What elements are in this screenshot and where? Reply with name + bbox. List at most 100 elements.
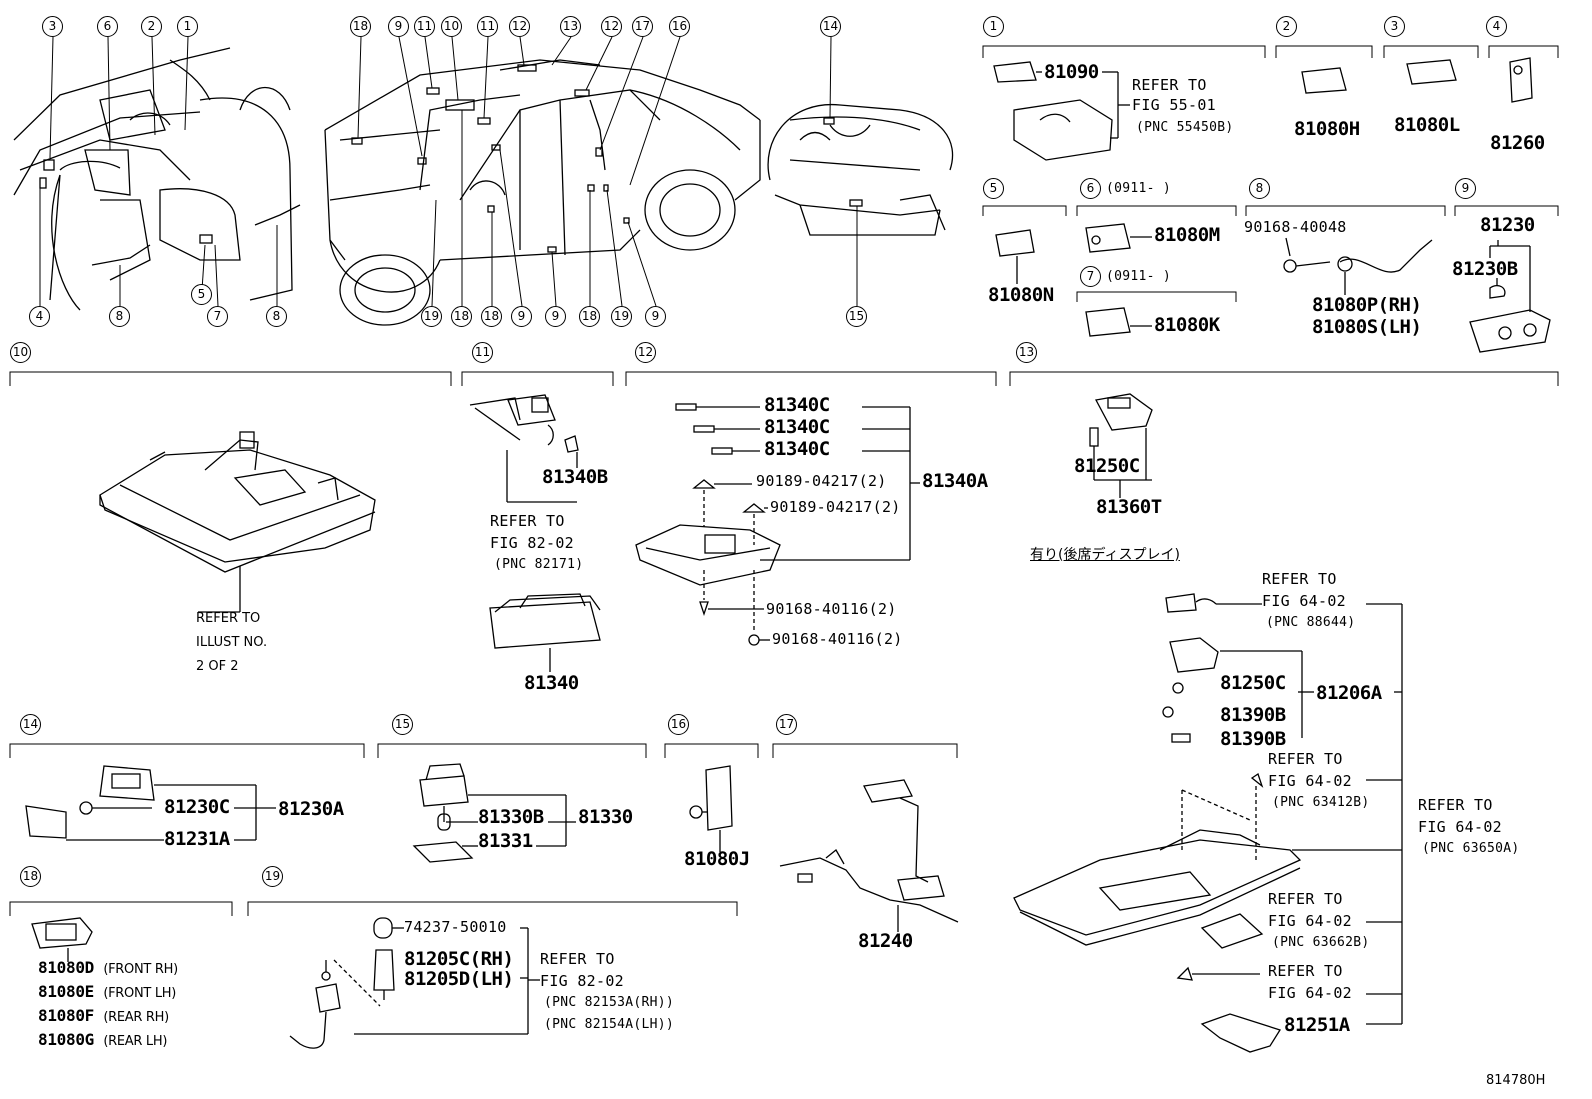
s11-fig-ref[interactable]: FIG 82-02: [490, 534, 574, 552]
s19-art: [289, 917, 540, 1049]
part-81080G[interactable]: 81080G (REAR LH): [38, 1032, 168, 1049]
part-81331[interactable]: 81331: [478, 830, 533, 852]
s15-art: [412, 763, 576, 863]
part-81330[interactable]: 81330: [578, 806, 633, 828]
s13b-fig-a[interactable]: FIG 64-02: [1262, 592, 1346, 610]
s6-art: [1085, 223, 1152, 253]
callout-6: 6: [97, 16, 118, 37]
part-81080J[interactable]: 81080J: [684, 848, 750, 870]
part-81080S-LH[interactable]: 81080S(LH): [1312, 316, 1422, 338]
callout-11: 11: [414, 16, 435, 37]
part-81340[interactable]: 81340: [524, 672, 579, 694]
part-81250C[interactable]: 81250C: [1074, 455, 1140, 477]
s13b-fig-d[interactable]: FIG 64-02: [1268, 912, 1352, 930]
part-90189-04217-a[interactable]: 90189-04217(2): [756, 472, 887, 490]
part-81330B[interactable]: 81330B: [478, 806, 544, 828]
s11-refer-to: REFER TO: [490, 512, 565, 530]
callout-4: 4: [29, 306, 50, 327]
callout-3: 3: [42, 16, 63, 37]
s13b-pnc-d: (PNC 63662B): [1272, 935, 1370, 950]
part-number: 81080F: [38, 1006, 94, 1025]
part-81340B[interactable]: 81340B: [542, 466, 608, 488]
callout-9: 9: [511, 306, 532, 327]
s12-art: [635, 403, 920, 646]
part-81080D[interactable]: 81080D (FRONT RH): [38, 958, 178, 977]
part-81080H[interactable]: 81080H: [1294, 118, 1360, 140]
part-81230A[interactable]: 81230A: [278, 798, 344, 820]
part-90168-40116-b[interactable]: 90168-40116(2): [772, 630, 903, 648]
part-number: 81080D: [38, 958, 94, 977]
part-81390B-2[interactable]: 81390B: [1220, 728, 1286, 750]
s13b-fig-e[interactable]: FIG 64-02: [1268, 984, 1352, 1002]
part-81340A[interactable]: 81340A: [922, 470, 988, 492]
part-81090[interactable]: 81090: [1044, 61, 1099, 83]
part-81250C-b[interactable]: 81250C: [1220, 672, 1286, 694]
callout-16: 16: [669, 16, 690, 37]
callout-17: 17: [632, 16, 653, 37]
position-note: (REAR LH): [103, 1034, 168, 1049]
s13b-refer-c: REFER TO: [1418, 796, 1493, 814]
section-9-number: 9: [1455, 178, 1476, 199]
part-81360T[interactable]: 81360T: [1096, 496, 1162, 518]
section-17-number: 17: [776, 714, 797, 735]
part-81080N[interactable]: 81080N: [988, 284, 1054, 306]
part-90168-40048[interactable]: 90168-40048: [1244, 218, 1347, 236]
position-note: (REAR RH): [103, 1010, 169, 1025]
part-81251A[interactable]: 81251A: [1284, 1014, 1350, 1036]
part-81340C-2[interactable]: 81340C: [764, 416, 830, 438]
s18-art: [31, 917, 93, 962]
s1-fig-ref[interactable]: FIG 55-01: [1132, 96, 1216, 114]
part-81080M[interactable]: 81080M: [1154, 224, 1220, 246]
part-81080K[interactable]: 81080K: [1154, 314, 1220, 336]
part-81340C-3[interactable]: 81340C: [764, 438, 830, 460]
part-81230[interactable]: 81230: [1480, 214, 1535, 236]
s9-art: [1469, 240, 1551, 353]
section-8-number: 8: [1249, 178, 1270, 199]
section-11-number: 11: [472, 342, 493, 363]
part-81206A[interactable]: 81206A: [1316, 682, 1382, 704]
s13b-refer-b: REFER TO: [1268, 750, 1343, 768]
s8-art: [1283, 237, 1433, 295]
s13b-fig-c[interactable]: FIG 64-02: [1418, 818, 1502, 836]
part-90189-04217-b[interactable]: 90189-04217(2): [770, 498, 901, 516]
section-1-number: 1: [983, 16, 1004, 37]
callout-1: 1: [177, 16, 198, 37]
s11-art: [469, 394, 601, 672]
part-74237-50010[interactable]: 74237-50010: [404, 918, 507, 936]
part-90168-40116-a[interactable]: 90168-40116(2): [766, 600, 897, 618]
section-10-number: 10: [10, 342, 31, 363]
s7-art: [1085, 307, 1152, 337]
part-81080E[interactable]: 81080E (FRONT LH): [38, 984, 176, 1001]
part-81240[interactable]: 81240: [858, 930, 913, 952]
s13b-fig-b[interactable]: FIG 64-02: [1268, 772, 1352, 790]
part-81340C-1[interactable]: 81340C: [764, 394, 830, 416]
callout-10: 10: [441, 16, 462, 37]
part-81080F[interactable]: 81080F (REAR RH): [38, 1006, 169, 1025]
s11-pnc: (PNC 82171): [494, 557, 584, 572]
callout-8: 8: [266, 306, 287, 327]
part-81230C[interactable]: 81230C: [164, 796, 230, 818]
s10-illust-no[interactable]: ILLUST NO.: [196, 635, 268, 650]
section-18-number: 18: [20, 866, 41, 887]
part-81260[interactable]: 81260: [1490, 132, 1545, 154]
s13-art: [1089, 393, 1153, 498]
part-81205C-RH[interactable]: 81205C(RH): [404, 948, 514, 970]
s19-pnc-lh: (PNC 82154A(LH)): [544, 1017, 675, 1032]
dashboard-illustration: [13, 47, 301, 311]
callout-15: 15: [846, 306, 867, 327]
section-2-number: 2: [1276, 16, 1297, 37]
part-81080P-RH[interactable]: 81080P(RH): [1312, 294, 1422, 316]
part-81231A[interactable]: 81231A: [164, 828, 230, 850]
s14-art: [25, 765, 276, 841]
section-5-number: 5: [983, 178, 1004, 199]
car-side-illustration: [324, 59, 761, 326]
part-81205D-LH[interactable]: 81205D(LH): [404, 968, 514, 990]
part-81390B-1[interactable]: 81390B: [1220, 704, 1286, 726]
section-15-number: 15: [392, 714, 413, 735]
part-81080L[interactable]: 81080L: [1394, 114, 1460, 136]
s17-art: [779, 779, 959, 932]
section-16-number: 16: [668, 714, 689, 735]
s19-fig-ref[interactable]: FIG 82-02: [540, 972, 624, 990]
callout-7: 7: [207, 306, 228, 327]
part-81230B[interactable]: 81230B: [1452, 258, 1518, 280]
